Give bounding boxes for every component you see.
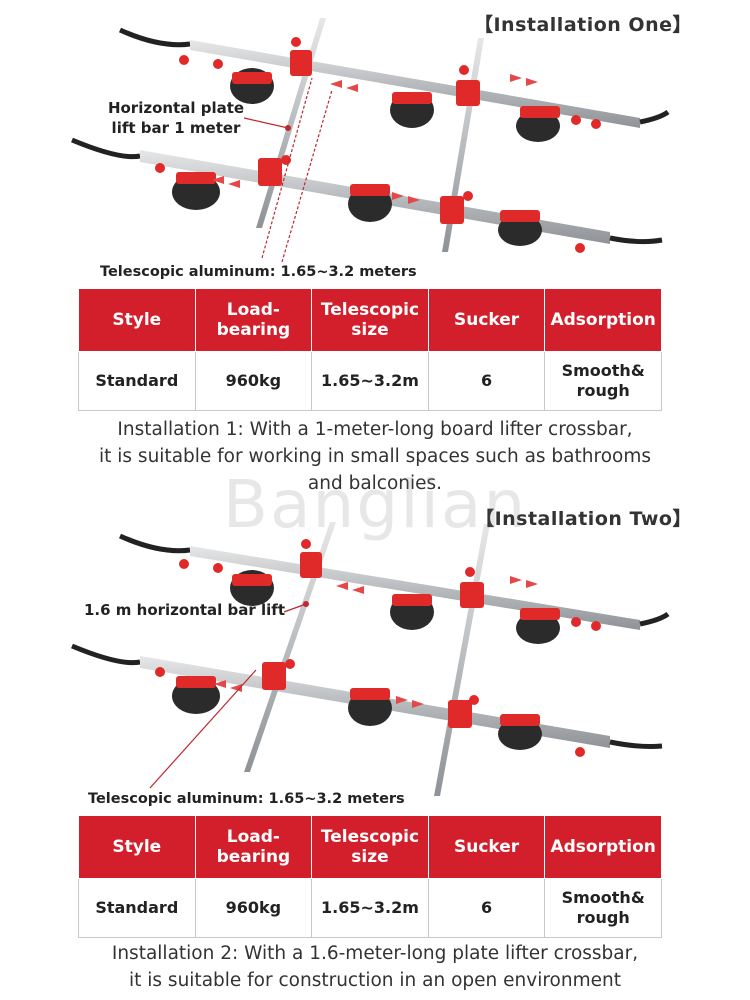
installation-description: Installation 1: With a 1-meter-long boar… — [0, 416, 750, 497]
header-adsorption: Adsorption — [544, 815, 662, 879]
value-load-bearing: 960kg — [194, 351, 313, 411]
red-clamps — [155, 37, 601, 253]
description-line: Installation 2: With a 1.6-meter-long pl… — [111, 943, 639, 964]
direction-arrows — [214, 576, 538, 708]
value-adsorption: Smooth& rough — [544, 351, 662, 411]
direction-arrows — [212, 74, 538, 204]
header-style: Style — [78, 815, 196, 879]
description-line: Installation 1: With a 1-meter-long boar… — [117, 419, 633, 440]
installation-one-section: 【Installation One】 Horizontal plate lift… — [0, 14, 750, 497]
board-lifter-illustration-one — [71, 18, 670, 263]
spec-table: Style Load-bearing Telescopic size Sucke… — [78, 288, 662, 411]
header-sucker: Sucker — [427, 815, 546, 879]
telescopic-aluminum-label: Telescopic aluminum: 1.65~3.2 meters — [100, 264, 417, 280]
installation-title: 【Installation Two】 — [475, 508, 692, 530]
value-sucker: 6 — [427, 878, 546, 938]
value-telescopic-size: 1.65~3.2m — [311, 351, 429, 411]
description-line: it is suitable for construction in an op… — [129, 970, 621, 991]
header-sucker: Sucker — [427, 288, 546, 352]
crossbar-callout: 1.6 m horizontal bar lift — [84, 601, 285, 619]
spec-header-row: Style Load-bearing Telescopic size Sucke… — [78, 288, 662, 352]
value-style: Standard — [78, 878, 196, 938]
crossbar-callout: Horizontal plate lift bar 1 meter — [107, 99, 245, 137]
callout-lines — [149, 603, 307, 789]
header-load-bearing: Load-bearing — [194, 288, 313, 352]
value-telescopic-size: 1.65~3.2m — [311, 878, 429, 938]
description-line: it is suitable for working in small spac… — [99, 446, 651, 467]
header-telescopic-size: Telescopic size — [311, 815, 429, 879]
board-lifter-illustration-two — [71, 522, 670, 796]
spec-value-row: Standard 960kg 1.65~3.2m 6 Smooth& rough — [78, 351, 662, 411]
value-load-bearing: 960kg — [194, 878, 313, 938]
header-load-bearing: Load-bearing — [194, 815, 313, 879]
spec-table: Style Load-bearing Telescopic size Sucke… — [78, 815, 662, 938]
installation-two-section: 【Installation Two】 1.6 m horizontal bar … — [0, 500, 750, 1000]
installation-title: 【Installation One】 — [473, 14, 692, 36]
spec-value-row: Standard 960kg 1.65~3.2m 6 Smooth& rough — [78, 878, 662, 938]
spec-header-row: Style Load-bearing Telescopic size Sucke… — [78, 815, 662, 879]
value-sucker: 6 — [427, 351, 546, 411]
value-adsorption: Smooth& rough — [544, 878, 662, 938]
red-clamps — [155, 539, 601, 757]
telescopic-aluminum-label: Telescopic aluminum: 1.65~3.2 meters — [88, 791, 405, 807]
header-adsorption: Adsorption — [544, 288, 662, 352]
description-line: and balconies. — [307, 473, 443, 494]
installation-description: Installation 2: With a 1.6-meter-long pl… — [0, 940, 750, 994]
value-style: Standard — [78, 351, 196, 411]
header-telescopic-size: Telescopic size — [311, 288, 429, 352]
header-style: Style — [78, 288, 196, 352]
callout-lines — [243, 77, 333, 263]
